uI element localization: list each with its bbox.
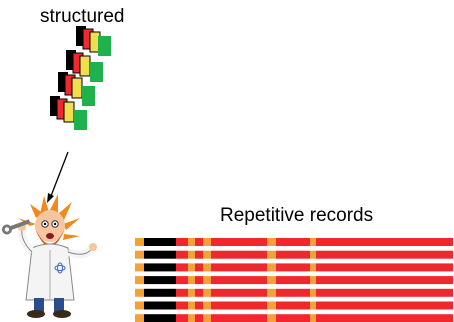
record-field [144,250,176,259]
scientist-icon [1,194,97,318]
record-field [267,276,276,285]
record-row [135,276,453,285]
arrow [47,151,69,203]
record-field [316,263,453,272]
record-field [203,301,211,310]
record-row [135,263,453,272]
record-field [176,301,188,310]
record-row [135,301,453,310]
record-field [316,250,453,259]
record-field [267,301,276,310]
record-field [188,301,195,310]
record-field [310,263,316,272]
record-field [188,276,195,285]
record-field [267,314,276,322]
record-field [316,276,453,285]
record-field [195,250,203,259]
record-field [211,238,267,246]
record-field [176,238,188,246]
record-field [211,301,267,310]
record-field [316,301,453,310]
record-field [310,276,316,285]
record-field [267,238,276,246]
record-field [203,238,211,246]
record-field [316,314,453,322]
record-field [144,288,176,297]
record-field [276,301,310,310]
record-row [135,238,453,246]
record-field [144,238,176,246]
record-field [135,288,144,297]
record-field [203,314,211,322]
record-field [188,250,195,259]
record-field [188,288,195,297]
record-field [211,250,267,259]
record-field [203,276,211,285]
record-field [195,288,203,297]
record-field [188,263,195,272]
record-field [203,263,211,272]
record-field [176,276,188,285]
structured-card-stack [50,26,111,130]
record-field [276,288,310,297]
record-field [176,250,188,259]
record-row [135,250,453,259]
record-field [195,301,203,310]
record-field [176,314,188,322]
repetitive-records [135,238,453,322]
record-field [188,314,195,322]
record-field [195,276,203,285]
record-field [195,238,203,246]
record-field [135,314,144,322]
record-field [276,238,310,246]
record-field [195,263,203,272]
record-field [195,314,203,322]
record-field [310,314,316,322]
structured-label: structured [40,6,125,27]
record-row [135,314,453,322]
record-field [144,301,176,310]
record-field [176,263,188,272]
record-field [211,288,267,297]
record-field [135,263,144,272]
record-field [276,263,310,272]
record-field [211,276,267,285]
record-field [144,276,176,285]
record-field [135,301,144,310]
card-group-1 [76,26,111,56]
record-field [188,238,195,246]
record-field [211,314,267,322]
record-field [135,276,144,285]
record-field [211,263,267,272]
record-field [276,314,310,322]
record-field [144,314,176,322]
record-field [310,301,316,310]
record-field [267,250,276,259]
record-field [135,250,144,259]
record-field [267,263,276,272]
record-field [267,288,276,297]
repetitive-records-label: Repetitive records [220,205,374,226]
record-field [310,250,316,259]
record-field [310,288,316,297]
card-group-4 [50,96,87,130]
record-row [135,288,453,297]
record-field [316,238,453,246]
record-field [135,238,144,246]
record-field [316,288,453,297]
card-group-3 [58,72,95,106]
record-field [144,263,176,272]
record-field [276,250,310,259]
card-group-2 [66,50,103,82]
record-field [276,276,310,285]
record-field [203,288,211,297]
record-field [310,238,316,246]
record-field [176,288,188,297]
record-field [203,250,211,259]
